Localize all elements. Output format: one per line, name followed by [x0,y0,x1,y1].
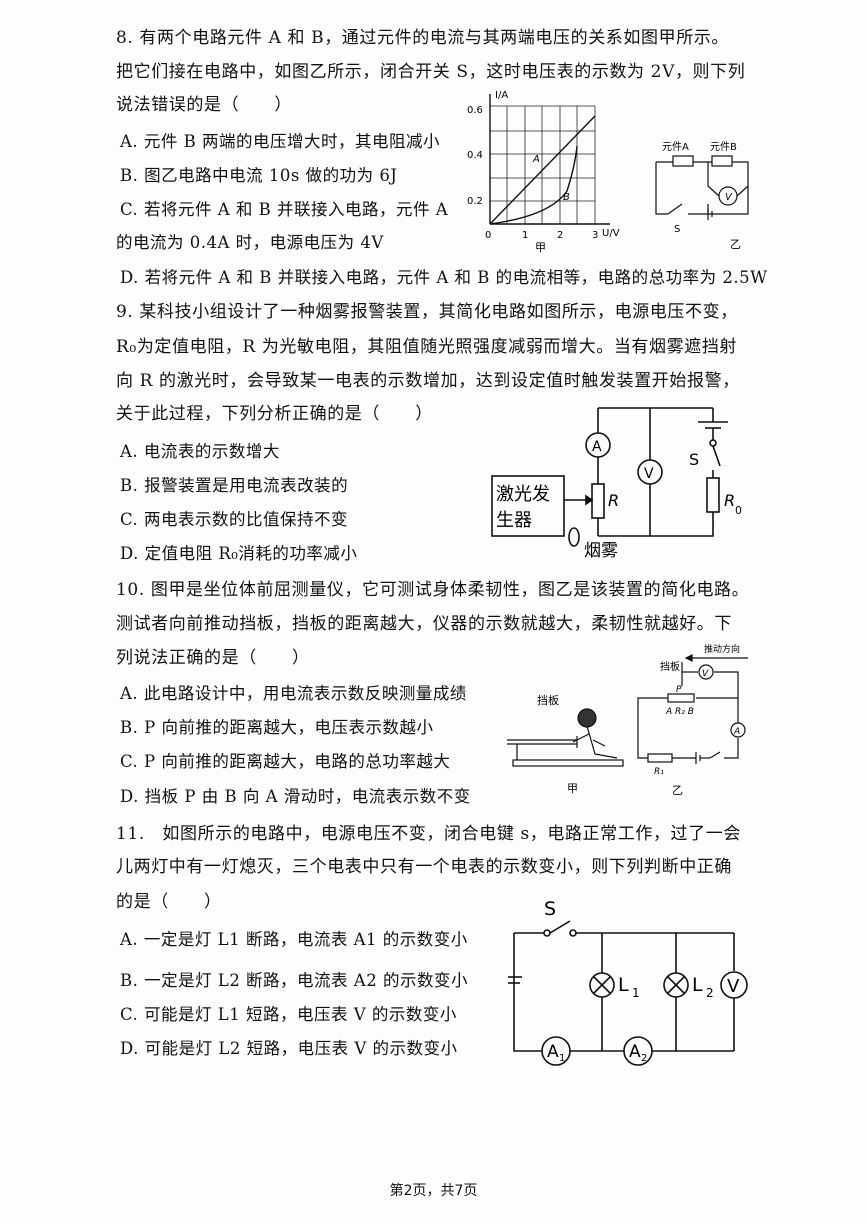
q9-option-c: C. 两电表示数的比值保持不变 [120,510,349,529]
q9-stem-line-4: 关于此过程，下列分析正确的是（ ） [116,404,433,424]
q9-circuit: 激光发 生器 A V S R R 0 烟雾 [491,407,742,561]
q9-voltmeter-label: V [644,466,654,482]
q11-ammeter2-sub: 2 [641,1053,647,1064]
q11-lamp1-label: L [618,974,629,996]
q10-stem-line-1: 10. 图甲是坐位体前屈测量仪，它可测试身体柔韧性，图乙是该装置的简化电路。 [116,580,750,600]
q10-figure-b-caption: 乙 [672,784,683,797]
q11-voltmeter-label: V [727,976,740,997]
q10-option-d: D. 挡板 P 由 B 向 A 滑动时，电流表示数不变 [120,787,471,806]
q9-stem-line-2: R₀为定值电阻，R 为光敏电阻，其阻值随光照强度减弱而增大。当有烟雾遮挡射 [116,337,738,357]
q11-option-c: C. 可能是灯 L1 短路，电压表 V 的示数变小 [120,1005,457,1024]
q9-smoke-label: 烟雾 [584,541,618,561]
q8-y-tick-04: 0.4 [467,150,483,161]
q9-option-a: A. 电流表的示数增大 [120,442,280,461]
q10-push-direction-label: 推动方向 [704,643,740,655]
q11-option-a: A. 一定是灯 L1 断路，电流表 A1 的示数变小 [120,930,468,949]
q8-element-a-label: 元件A [662,141,689,153]
q8-y-tick-06: 0.6 [467,105,483,116]
q11-stem-line-2: 儿两灯中有一灯熄灭，三个电表中只有一个电表的示数变小，则下列判断中正确 [116,857,732,877]
q8-option-d: D. 若将元件 A 和 B 并联接入电路，元件 A 和 B 的电流相等，电路的总… [120,268,768,287]
q10-stem-line-2: 测试者向前推动挡板，挡板的距离越大，仪器的示数就越大，柔韧性就越好。下 [116,614,732,634]
q8-element-b-label: 元件B [710,141,737,153]
q8-circuit: 元件A 元件B V S 乙 [655,141,749,251]
q8-x-tick-2: 2 [557,230,563,241]
q8-curve-b-label: B [563,192,570,203]
q8-curve-a [489,115,596,225]
q10-rheostat-label: A R₂ B [665,707,694,717]
q10-r1-label: R₁ [654,767,664,777]
q8-curve-a-label: A [532,154,540,165]
q10-figure-b-board-label: 挡板 [660,660,680,673]
q9-fixed-resistor-label: R [724,491,735,510]
q8-switch-label: S [674,224,680,235]
q10-figure-a: 挡板 甲 [507,693,624,795]
q9-resistor-label: R [608,491,619,510]
q9-switch-label: S [689,450,699,469]
q10-figure-b: 挡板 推动方向 V A P A R₂ B R₁ 乙 [637,643,748,797]
q9-ammeter-label: A [592,439,602,455]
q11-switch-label: S [544,898,556,920]
q8-voltmeter-label: V [725,192,733,203]
q10-slider-label: P [676,685,682,695]
q11-ammeter1-sub: 1 [559,1053,565,1064]
q11-lamp2-sub: 2 [706,986,714,1000]
q10-option-a: A. 此电路设计中，用电流表示数反映测量成绩 [120,684,467,703]
q11-option-d: D. 可能是灯 L2 短路，电压表 V 的示数变小 [120,1039,458,1058]
q11-circuit: S L 1 L 2 V A 1 A 2 [508,898,748,1066]
q9-laser-label-2: 生器 [496,510,532,531]
q8-x-axis-label: U/V [602,228,620,239]
q8-option-a: A. 元件 B 两端的电压增大时，其电阻减小 [120,132,441,151]
q11-ammeter2-label: A [629,1042,641,1062]
q9-stem-line-3: 向 R 的激光时，会导致某一电表的示数增加，达到设定值时触发装置开始报警， [116,371,740,391]
q10-voltmeter-label: V [702,669,709,679]
q10-option-c: C. P 向前推的距离越大，电路的总功率越大 [120,752,451,771]
q9-option-d: D. 定值电阻 R₀消耗的功率减小 [120,544,358,563]
q8-option-c: C. 若将元件 A 和 B 并联接入电路，元件 A [120,200,449,219]
q10-figure-a-caption: 甲 [567,782,578,795]
q9-laser-label-1: 激光发 [496,484,550,505]
q8-iu-graph: I/A 0.6 0.4 0.2 0 1 2 3 U/V A B 甲 [467,90,620,254]
q8-y-axis-label: I/A [495,90,508,101]
q8-x-tick-1: 1 [522,230,528,241]
q8-y-tick-02: 0.2 [467,196,483,207]
q8-x-tick-3: 3 [592,230,598,241]
q8-stem-line-2: 把它们接在电路中，如图乙所示，闭合开关 S，这时电压表的示数为 2V，则下列 [116,62,746,82]
q11-stem-line-1: 11. 如图所示的电路中，电源电压不变，闭合电键 s，电路正常工作，过了一会 [116,824,741,844]
q10-stem-line-3: 列说法正确的是（ ） [116,648,310,668]
q8-graph-caption: 甲 [535,241,546,254]
q9-option-b: B. 报警装置是用电流表改装的 [120,476,349,495]
q11-lamp1-sub: 1 [632,986,640,1000]
q11-stem-line-3: 的是（ ） [116,892,222,912]
q11-option-b: B. 一定是灯 L2 断路，电流表 A2 的示数变小 [120,971,468,990]
q10-option-b: B. P 向前推的距离越大，电压表示数越小 [120,718,434,737]
q11-ammeter1-label: A [547,1042,559,1062]
q9-fixed-resistor-sub: 0 [735,504,742,517]
q8-curve-b [489,145,578,225]
q8-circuit-caption: 乙 [730,238,741,251]
page-footer: 第2页，共7页 [389,1183,478,1199]
q8-stem-line-3: 说法错误的是（ ） [116,95,292,115]
q8-option-c-cont: 的电流为 0.4A 时，电源电压为 4V [116,233,384,252]
q10-figure-a-board-label: 挡板 [537,693,559,707]
q8-x-tick-0: 0 [485,230,491,241]
q8-option-b: B. 图乙电路中电流 10s 做的功为 6J [120,166,398,185]
q11-lamp2-label: L [692,974,703,996]
q8-stem-line-1: 8. 有两个电路元件 A 和 B，通过元件的电流与其两端电压的关系如图甲所示。 [116,28,730,48]
q10-ammeter-label: A [733,727,740,737]
q9-stem-line-1: 9. 某科技小组设计了一种烟雾报警装置，其简化电路如图所示，电源电压不变， [116,302,738,322]
